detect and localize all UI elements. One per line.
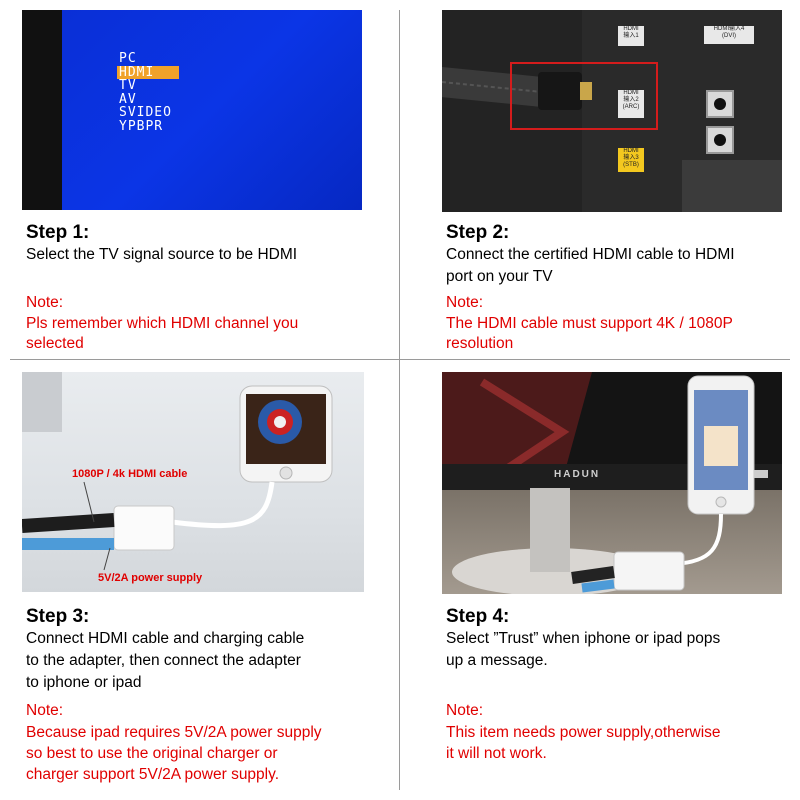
step4-note-text: This item needs power supply,otherwise i…	[446, 724, 721, 762]
step4-panel: HADUN Step 4: Select ”Trust” when iphone…	[442, 372, 800, 792]
step3-heading: Step 3:	[26, 606, 90, 627]
step1-note-label: Note:	[26, 294, 64, 311]
tv-screen	[62, 10, 362, 210]
hdmi-cable-label: 1080P / 4k HDMI cable	[72, 468, 188, 480]
menu-item-ypbpr: YPBPR	[119, 118, 164, 134]
menu-item-tv: TV	[119, 78, 137, 93]
monitor-brand-label: HADUN	[554, 469, 601, 480]
step4-note-label: Note:	[446, 702, 484, 719]
vertical-divider	[399, 10, 400, 790]
monitor-phone-image: HADUN	[442, 372, 782, 594]
step3-note-label: Note:	[26, 702, 64, 719]
adapter-connection-image: 1080P / 4k HDMI cable 5V/2A power supply	[22, 372, 364, 592]
audio-jack-1	[706, 90, 734, 118]
step2-note-text: The HDMI cable must support 4K / 1080P r…	[446, 315, 733, 352]
step2-note-label: Note:	[446, 294, 484, 311]
step1-heading: Step 1:	[26, 222, 90, 243]
step2-heading: Step 2:	[446, 222, 510, 243]
highlight-box	[510, 62, 658, 130]
step3-panel: 1080P / 4k HDMI cable 5V/2A power supply…	[22, 372, 392, 792]
step4-heading: Step 4:	[446, 606, 510, 627]
source-menu: PC HDMI TV AV SVIDEO YPBPR	[117, 52, 179, 133]
power-supply-label: 5V/2A power supply	[98, 572, 203, 584]
menu-item-av: AV	[119, 91, 137, 107]
step4-desc: Select ”Trust” when iphone or ipad pops …	[446, 630, 721, 669]
hdmi-port-4: HDMI输入4(DVI)	[704, 26, 754, 44]
tv-source-menu-image: PC HDMI TV AV SVIDEO YPBPR	[22, 10, 362, 210]
adapter-illustration	[22, 372, 333, 571]
menu-item-pc: PC	[119, 51, 137, 66]
audio-jack-2	[706, 126, 734, 154]
step1-note-text: Pls remember which HDMI channel you sele…	[26, 315, 299, 352]
horizontal-divider	[10, 359, 790, 360]
step1-panel: PC HDMI TV AV SVIDEO YPBPR Step 1: Selec…	[22, 10, 392, 355]
step3-desc: Connect HDMI cable and charging cable to…	[26, 630, 305, 691]
menu-item-hdmi: HDMI	[117, 65, 179, 79]
step2-desc: Connect the certified HDMI cable to HDMI…	[446, 246, 735, 285]
step3-note-text: Because ipad requires 5V/2A power supply…	[26, 724, 322, 783]
monitor-illustration	[442, 372, 782, 594]
step1-desc: Select the TV signal source to be HDMI	[26, 246, 298, 263]
menu-item-svideo: SVIDEO	[119, 105, 172, 120]
